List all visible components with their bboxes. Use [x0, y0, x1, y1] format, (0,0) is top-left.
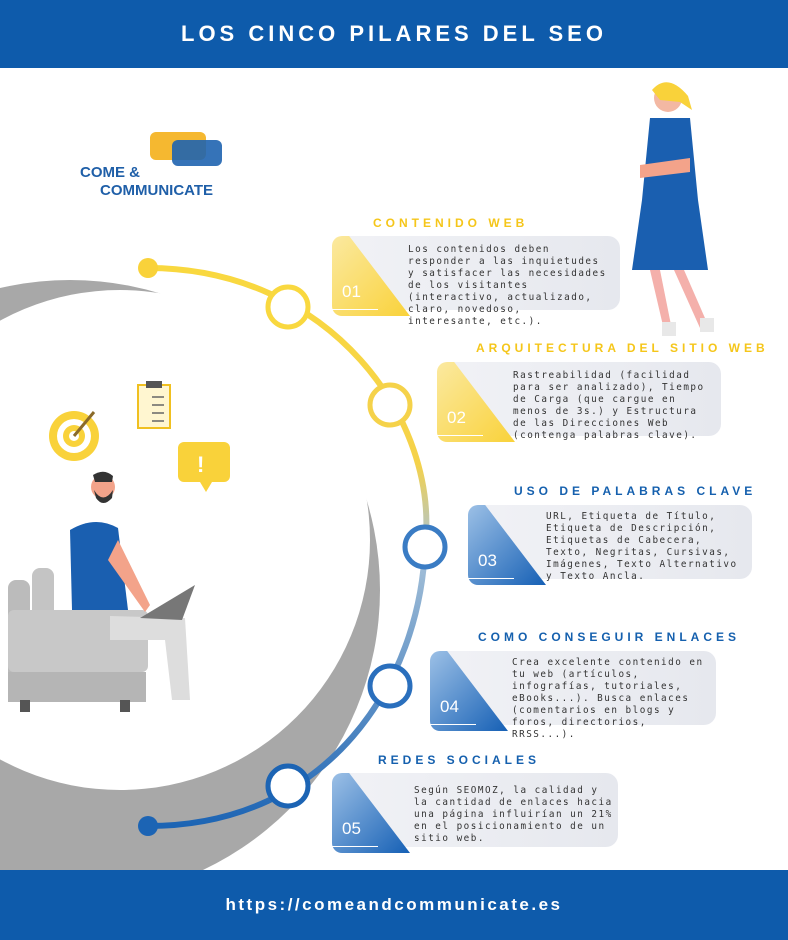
woman-figure	[632, 82, 714, 336]
logo-line1: COME &	[80, 164, 140, 181]
pillar-5-text: Según SEOMOZ, la calidad y la cantidad d…	[414, 785, 613, 844]
pillar-2-title: ARQUITECTURA DEL SITIO WEB	[476, 341, 769, 355]
pillar-1-card: 01 Los contenidos deben responder a las …	[332, 236, 620, 327]
pillar-3-number: 03	[478, 551, 497, 570]
timeline-node-1	[265, 284, 311, 330]
timeline-node-2	[367, 382, 413, 428]
pillar-3-card: 03 URL, Etiqueta de Título, Etiqueta de …	[468, 505, 752, 585]
timeline-node-4	[367, 663, 413, 709]
pillar-5-title: REDES SOCIALES	[378, 753, 541, 767]
target-icon	[49, 411, 99, 461]
clipboard-icon	[137, 381, 171, 429]
pillar-1-title: CONTENIDO WEB	[373, 216, 529, 230]
pillar-3-text: URL, Etiqueta de Título, Etiqueta de Des…	[546, 511, 738, 582]
pillar-1-number: 01	[342, 282, 361, 301]
logo-line2: COMMUNICATE	[100, 182, 214, 199]
pillar-2-text: Rastreabilidad (facilidad para ser anali…	[513, 370, 705, 441]
svg-text:!: !	[197, 452, 204, 477]
pillar-1-text: Los contenidos deben responder a las inq…	[408, 244, 607, 327]
timeline-node-3	[402, 524, 448, 570]
pillar-4-title: COMO CONSEGUIR ENLACES	[478, 630, 741, 644]
pillar-2-card: 02 Rastreabilidad (facilidad para ser an…	[437, 362, 721, 442]
page-title: LOS CINCO PILARES DEL SEO	[0, 0, 788, 68]
man-on-sofa	[8, 471, 195, 712]
pillar-4-number: 04	[440, 697, 459, 716]
pillar-5-card: 05 Según SEOMOZ, la calidad y la cantida…	[332, 773, 618, 853]
timeline-node-5	[265, 763, 311, 809]
pillar-3-title: USO DE PALABRAS CLAVE	[514, 484, 757, 498]
pillar-4-card: 04 Crea excelente contenido en tu web (a…	[430, 651, 716, 740]
pillar-2-number: 02	[447, 408, 466, 427]
footer-url-link[interactable]: https://comeandcommunicate.es	[0, 870, 788, 940]
pillar-4-text: Crea excelente contenido en tu web (artí…	[512, 657, 704, 740]
pillar-5-number: 05	[342, 819, 361, 838]
alert-icon: !	[178, 442, 230, 492]
